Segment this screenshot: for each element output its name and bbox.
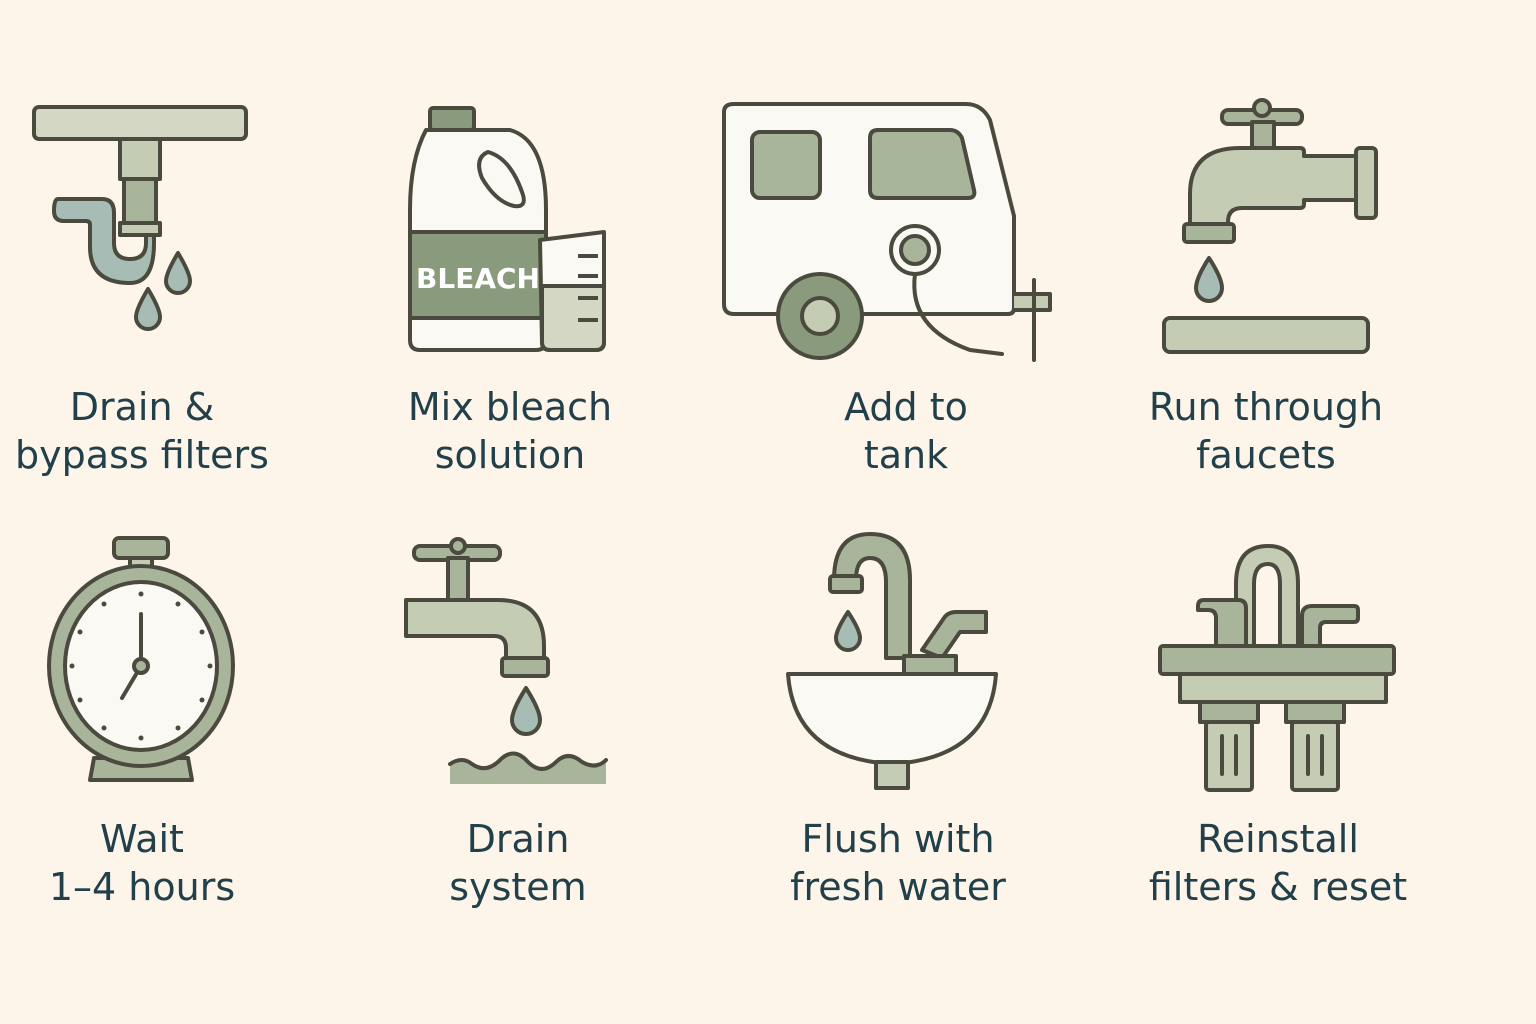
- rv-trailer-icon: [722, 102, 1052, 362]
- pipe-drip-icon: [32, 105, 248, 331]
- wall-faucet-icon: [1162, 98, 1378, 354]
- sink-faucet-icon: [786, 532, 998, 790]
- step-label: Reinstall filters & reset: [1148, 817, 1408, 909]
- step-label: Flush with fresh water: [790, 817, 1006, 909]
- step-label: Add to tank: [844, 385, 968, 477]
- step-label: Drain & bypass filters: [15, 385, 269, 477]
- bleach-jug-icon: BLEACH: [408, 106, 606, 352]
- bleach-label: BLEACH: [416, 262, 540, 295]
- stopwatch-icon: [47, 536, 235, 782]
- filter-cartridges-icon: [1158, 544, 1396, 792]
- step-label: Run through faucets: [1148, 385, 1384, 477]
- step-label: Mix bleach solution: [407, 385, 613, 477]
- step-label: Drain system: [449, 817, 587, 909]
- step-label: Wait 1–4 hours: [48, 817, 236, 909]
- tap-draining-icon: [404, 537, 608, 784]
